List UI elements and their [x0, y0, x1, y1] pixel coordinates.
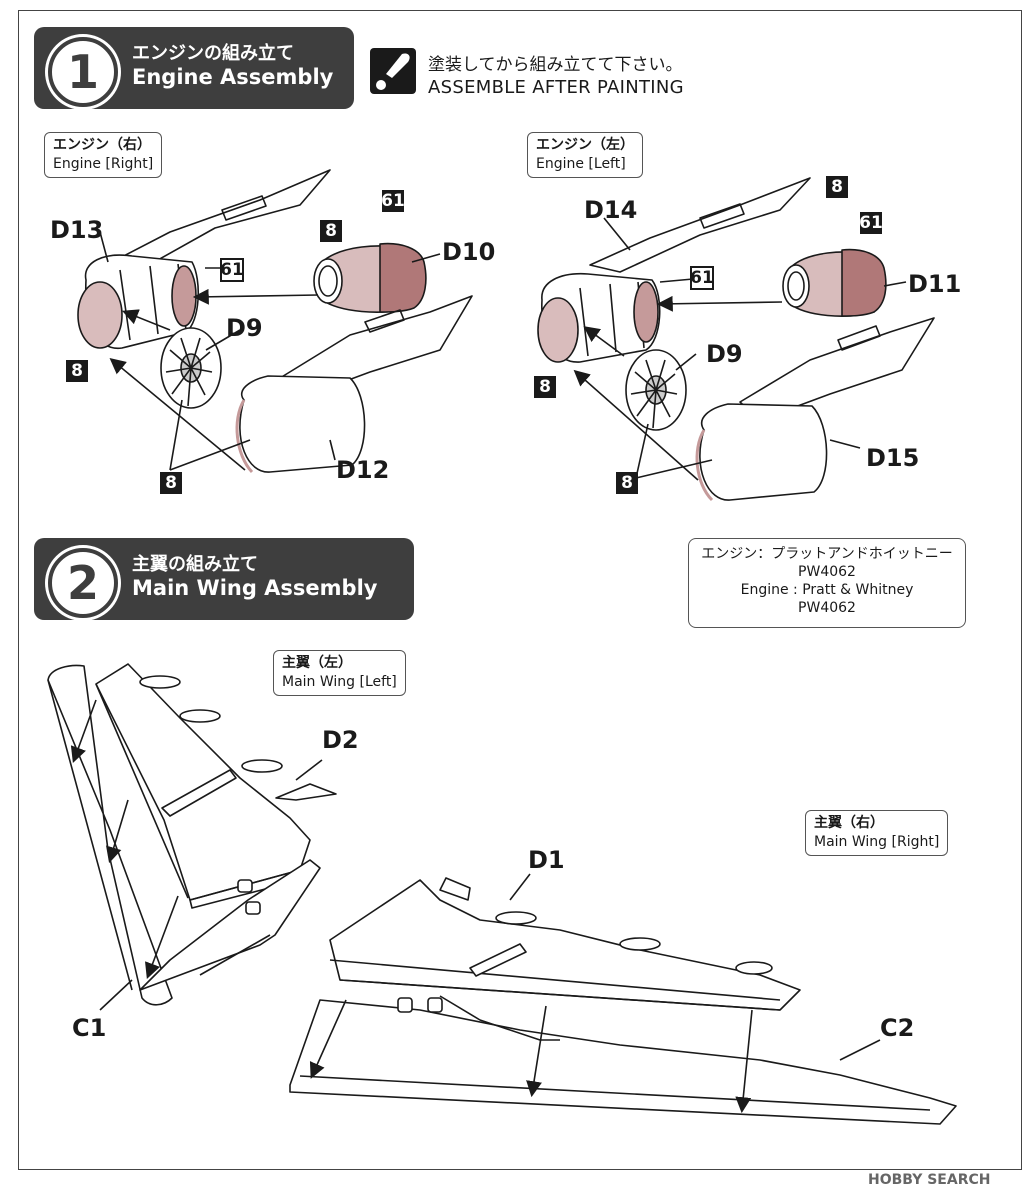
wing-right-label: 主翼（右） Main Wing [Right] [805, 810, 949, 856]
step-2-banner: 2 主翼の組み立て Main Wing Assembly [34, 538, 414, 620]
wing-right-label-en: Main Wing [Right] [814, 834, 940, 850]
part-d9-right: D9 [226, 314, 263, 342]
right-wing-drawing [289, 873, 957, 1125]
paint-61-engine-right-cone: 61 [381, 190, 405, 212]
paint-brush-icon [370, 48, 416, 94]
wing-left-label-jp: 主翼（左） [282, 655, 352, 671]
engine-right-drawing [77, 169, 473, 474]
wing-left-label: 主翼（左） Main Wing [Left] [273, 650, 406, 696]
page-frame [18, 10, 1022, 1170]
part-d12: D12 [336, 456, 390, 484]
part-d2: D2 [322, 726, 359, 754]
part-c2: C2 [880, 1014, 915, 1042]
paint-8-engine-left-fan: 8 [616, 472, 638, 494]
paint-8-engine-right-cone: 8 [320, 220, 342, 242]
paint-8-engine-right-fan: 8 [160, 472, 182, 494]
part-d15: D15 [866, 444, 920, 472]
paint-8-engine-right-inner: 8 [66, 360, 88, 382]
part-d14: D14 [584, 196, 638, 224]
step-2-number: 2 [48, 548, 118, 618]
engine-spec-line-4: PW4062 [798, 600, 856, 616]
paint-8-engine-left-cone: 8 [826, 176, 848, 198]
engine-spec-line-1: エンジン：プラットアンドホイットニー [701, 546, 953, 562]
step-1-banner: 1 エンジンの組み立て Engine Assembly [34, 27, 354, 109]
part-d11: D11 [908, 270, 962, 298]
wing-left-label-en: Main Wing [Left] [282, 674, 397, 690]
note-text-jp: 塗装してから組み立てて下さい。 [428, 55, 683, 75]
part-d9-left: D9 [706, 340, 743, 368]
paint-61-engine-left-ring: 61 [690, 266, 714, 290]
left-wing-drawing [47, 663, 337, 1011]
step-2-title-jp: 主翼の組み立て [132, 554, 258, 575]
engine-spec-box: エンジン：プラットアンドホイットニー PW4062 Engine : Pratt… [688, 538, 966, 628]
note-text-en: ASSEMBLE AFTER PAINTING [428, 77, 684, 98]
step-1-number: 1 [48, 37, 118, 107]
engine-right-label-en: Engine [Right] [53, 156, 154, 172]
part-c1: C1 [72, 1014, 107, 1042]
paint-8-engine-left-inner: 8 [534, 376, 556, 398]
engine-left-label-jp: エンジン（左） [536, 137, 634, 153]
paint-61-engine-left-cone: 61 [859, 212, 883, 234]
engine-spec-line-2: PW4062 [798, 564, 856, 580]
engine-left-label: エンジン（左） Engine [Left] [527, 132, 643, 178]
part-d13: D13 [50, 216, 104, 244]
engine-left-label-en: Engine [Left] [536, 156, 626, 172]
paint-61-engine-right-ring: 61 [220, 258, 244, 282]
part-d1: D1 [528, 846, 565, 874]
engine-spec-line-3: Engine : Pratt & Whitney [740, 582, 914, 598]
engine-left-drawing [537, 177, 935, 502]
step-2-title-en: Main Wing Assembly [132, 576, 378, 600]
engine-right-label-jp: エンジン（右） [53, 137, 151, 153]
engine-right-label: エンジン（右） Engine [Right] [44, 132, 163, 178]
watermark: HOBBY SEARCH [868, 1172, 991, 1188]
step-1-title-jp: エンジンの組み立て [132, 43, 294, 64]
part-d10: D10 [442, 238, 496, 266]
step-1-title-en: Engine Assembly [132, 65, 334, 89]
wing-right-label-jp: 主翼（右） [814, 815, 884, 831]
